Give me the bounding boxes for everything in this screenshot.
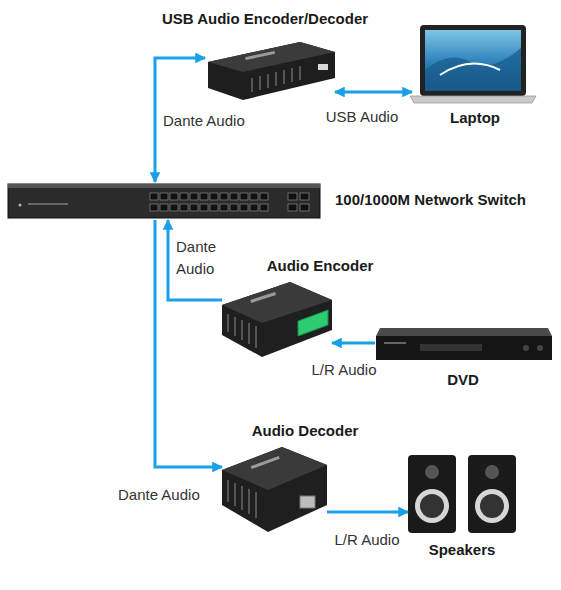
device-node: Speakers bbox=[408, 455, 520, 533]
device-body bbox=[208, 42, 335, 100]
dvd-top bbox=[376, 328, 552, 336]
device-top bbox=[208, 42, 335, 72]
signal-label: Dante Audio bbox=[176, 236, 228, 280]
signal-label: L/R Audio bbox=[311, 359, 376, 381]
dvd-display bbox=[420, 344, 482, 351]
screen-wave bbox=[425, 48, 521, 91]
audio-decoder-device bbox=[222, 447, 327, 532]
dvd-button bbox=[523, 345, 529, 351]
device-vents bbox=[252, 66, 300, 92]
signal-connector bbox=[155, 220, 222, 467]
speaker-tweeter bbox=[425, 465, 439, 479]
switch-top-edge bbox=[8, 184, 320, 188]
device-top bbox=[222, 447, 327, 490]
device-node: Audio Encoder bbox=[222, 282, 332, 357]
ethernet-port bbox=[300, 496, 315, 508]
laptop-bezel bbox=[420, 25, 526, 96]
laptop-base bbox=[410, 96, 536, 103]
laptop-illustration bbox=[410, 25, 536, 103]
device-label: USB Audio Encoder/Decoder bbox=[162, 10, 368, 28]
audio-encoder-device bbox=[222, 282, 332, 357]
device-node: Audio Decoder bbox=[222, 447, 327, 532]
device-node: 100/1000M Network Switch bbox=[8, 182, 320, 220]
device-body bbox=[222, 282, 332, 357]
device-vents bbox=[228, 480, 256, 518]
speaker-woofer-ring bbox=[415, 489, 449, 523]
network-switch bbox=[8, 184, 320, 218]
signal-connector bbox=[335, 91, 412, 94]
signal-label: Dante Audio bbox=[163, 110, 245, 132]
switch-badge bbox=[28, 203, 68, 205]
device-body bbox=[222, 447, 327, 532]
device-node: DVD bbox=[375, 325, 552, 362]
screen-wave-crest bbox=[440, 64, 500, 75]
dvd-front bbox=[376, 336, 552, 360]
signal-connector bbox=[327, 511, 408, 514]
device-node: Laptop bbox=[412, 25, 534, 103]
speaker-cabinet bbox=[408, 455, 456, 533]
device-logo bbox=[250, 292, 276, 303]
device-node: USB Audio Encoder/Decoder bbox=[205, 40, 335, 100]
device-logo bbox=[251, 456, 280, 469]
speaker-cabinet bbox=[468, 455, 516, 533]
dvd-player bbox=[376, 328, 552, 360]
device-label: 100/1000M Network Switch bbox=[335, 191, 526, 209]
speaker-woofer bbox=[480, 494, 504, 518]
device-label: DVD bbox=[447, 371, 479, 389]
device-label: Audio Encoder bbox=[267, 257, 374, 275]
laptop-screen bbox=[425, 30, 521, 91]
usb-codec-device bbox=[208, 42, 335, 100]
signal-label: Dante Audio bbox=[118, 484, 200, 506]
device-logo bbox=[245, 51, 275, 60]
terminal-block bbox=[298, 310, 328, 336]
device-label: Laptop bbox=[450, 109, 500, 127]
switch-led bbox=[19, 204, 22, 207]
device-label: Audio Decoder bbox=[252, 422, 359, 440]
speaker-woofer bbox=[420, 494, 444, 518]
switch-ports bbox=[150, 193, 309, 211]
signal-connector bbox=[332, 342, 375, 345]
device-vents bbox=[228, 314, 256, 348]
usb-port bbox=[318, 64, 328, 70]
signal-label: L/R Audio bbox=[334, 529, 399, 551]
device-label: Speakers bbox=[429, 541, 496, 559]
dvd-button bbox=[537, 345, 543, 351]
switch-body bbox=[8, 184, 320, 218]
signal-label: USB Audio bbox=[326, 106, 399, 128]
dvd-badge bbox=[384, 342, 406, 344]
speaker-woofer-ring bbox=[475, 489, 509, 523]
speakers-illustration bbox=[408, 455, 516, 533]
speaker-tweeter bbox=[485, 465, 499, 479]
